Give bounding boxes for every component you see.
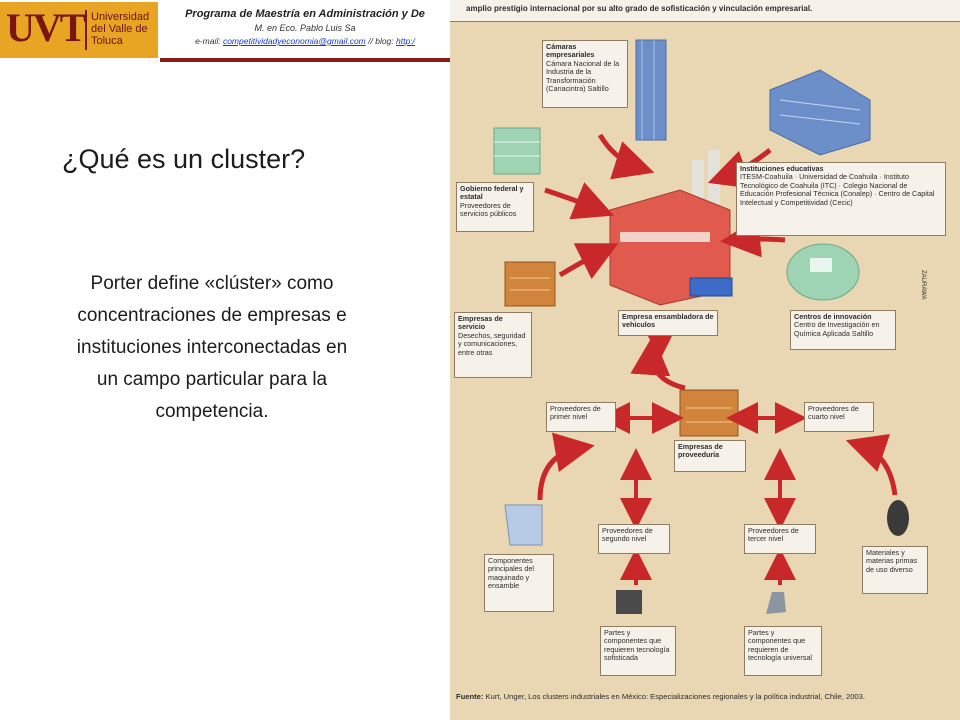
box-servicio: Empresas de servicio Desechos, seguridad… [454,312,532,378]
service-company-icon [504,261,556,307]
box-innovacion-text: Centro de Investigación en Química Aplic… [794,320,880,338]
logo-letters: UVT [6,5,86,50]
arrow-componentes [537,432,595,501]
box-prov3: Proveedores de tercer nivel [744,524,816,554]
government-building-icon [493,127,541,175]
tower-building-icon [635,39,667,141]
university-name: Universidad del Valle de Toluca [91,11,150,47]
source-text: Kurt, Unger, Los clusters industriales e… [483,692,865,701]
seat-part-icon [766,592,786,614]
arrow-innovacion [720,217,786,258]
box-proveeduria: Empresas de proveeduría [674,440,746,472]
box-prov1: Proveedores de primer nivel [546,402,616,432]
tire-icon [887,500,909,536]
innovation-center-icon [786,243,860,301]
box-ensambladora-title: Empresa ensambladora de vehículos [622,312,714,330]
box-camaras-title: Cámaras empresariales [546,42,595,60]
box-educativas: Instituciones educativas ITESM-Coahuila … [736,162,946,236]
car-door-icon [504,504,543,546]
box-proveeduria-title: Empresas de proveeduría [678,442,723,460]
box-materiales-title: Materiales y materias primas de uso dive… [866,548,918,574]
box-componentes-title: Componentes principales del maquinado y … [488,556,534,591]
engine-part-icon [616,590,642,614]
university-logo: UVT Universidad del Valle de Toluca [0,2,158,58]
program-title: Programa de Maestría en Administración y… [185,8,425,20]
box-ensambladora: Empresa ensambladora de vehículos [618,310,718,336]
diagram-illustration [493,39,909,614]
box-prov2-title: Proveedores de segundo nivel [602,526,653,544]
box-prov2: Proveedores de segundo nivel [598,524,670,554]
contact-line: e-mail: competitividadyeconomia@gmail.co… [160,36,450,46]
blog-link[interactable]: http:/ [396,36,415,46]
cluster-diagram: amplio prestigio internacional por su al… [450,0,960,720]
diagram-top-text: amplio prestigio internacional por su al… [450,0,960,22]
box-gobierno-text: Proveedores de servicios públicos [460,200,517,219]
box-prov3-title: Proveedores de tercer nivel [748,526,799,544]
box-prov4: Proveedores de cuarto nivel [804,402,874,432]
logo-separator [85,10,87,50]
box-gobierno-title: Gobierno federal y estatal [460,184,524,202]
school-building-icon [769,69,871,156]
box-educativas-text: ITESM-Coahuila · Universidad de Coahuila… [740,172,935,207]
box-partes-universal-title: Partes y componentes que requieren de te… [748,628,812,663]
illustrator-credit: ZAURAWA [920,270,926,300]
box-gobierno: Gobierno federal y estatal Proveedores d… [456,182,534,232]
box-educativas-title: Instituciones educativas [740,164,824,173]
diagram-source: Fuente: Kurt, Unger, Los clusters indust… [450,690,960,708]
arrow-materiales [845,433,898,496]
box-partes-sofisticada-title: Partes y componentes que requieren tecno… [604,628,670,663]
slide-title: ¿Qué es un cluster? [62,144,306,174]
box-partes-sofisticada: Partes y componentes que requieren tecno… [600,626,676,676]
supplier-company-icon [679,389,739,437]
box-innovacion: Centros de innovación Centro de Investig… [790,310,896,350]
box-innovacion-title: Centros de innovación [794,312,872,321]
arrow-gobierno [544,182,614,220]
header-text: Programa de Maestría en Administración y… [160,8,450,46]
box-camaras-text: Cámara Nacional de la Industria de la Tr… [546,58,620,94]
box-prov1-title: Proveedores de primer nivel [550,404,601,422]
author-name: M. en Eco. Pablo Luis Sa [254,23,356,33]
assembly-factory-icon [609,150,733,306]
box-camaras: Cámaras empresariales Cámara Nacional de… [542,40,628,108]
arrow-camaras [597,133,655,180]
blog-prefix: // blog: [365,36,397,46]
box-materiales: Materiales y materias primas de uso dive… [862,546,928,594]
box-partes-universal: Partes y componentes que requieren de te… [744,626,822,676]
slide-body: Porter define «clúster» como concentraci… [76,273,348,422]
source-label: Fuente: [456,692,484,701]
box-prov4-title: Proveedores de cuarto nivel [808,404,859,422]
box-componentes: Componentes principales del maquinado y … [484,554,554,612]
email-prefix: e-mail: [195,36,223,46]
email-link[interactable]: competitividadyeconomia@gmail.com [222,36,366,46]
box-servicio-title: Empresas de servicio [458,314,503,332]
box-servicio-text: Desechos, seguridad y comunicaciones, en… [458,330,526,357]
arrow-servicio [558,243,619,280]
arrow-proveeduria-up [630,335,686,391]
